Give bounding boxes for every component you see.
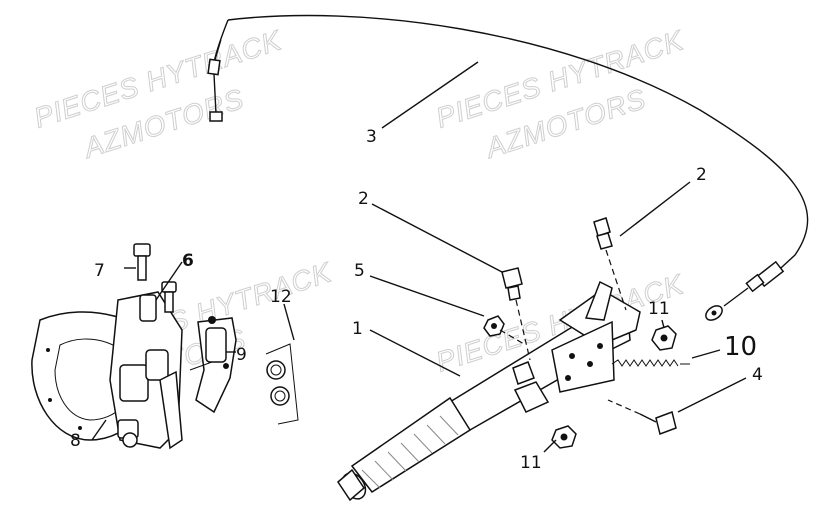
callout-5: 5 bbox=[354, 261, 365, 281]
return-spring bbox=[611, 359, 690, 367]
callout-6: 6 bbox=[182, 251, 194, 271]
brake-cable bbox=[207, 14, 809, 321]
callout-2-top: 2 bbox=[696, 165, 707, 185]
pad-springs bbox=[265, 343, 299, 425]
nut-5 bbox=[483, 315, 525, 345]
bolt-middle bbox=[501, 267, 531, 361]
callout-12: 12 bbox=[270, 287, 292, 307]
callout-8: 8 bbox=[70, 431, 81, 451]
bolt-lower bbox=[607, 399, 677, 435]
callout-2-middle: 2 bbox=[358, 189, 369, 209]
callout-10: 10 bbox=[724, 332, 757, 362]
callout-4: 4 bbox=[752, 365, 763, 385]
callout-3: 3 bbox=[366, 127, 377, 147]
callout-7: 7 bbox=[94, 261, 105, 281]
callout-11-upper: 11 bbox=[648, 299, 670, 319]
nut-11-upper bbox=[651, 325, 677, 351]
bolt-top bbox=[593, 217, 627, 311]
callout-labels: 1 2 2 3 4 5 6 7 8 9 10 11 11 12 bbox=[70, 127, 763, 473]
callout-11-lower: 11 bbox=[520, 453, 542, 473]
caliper-bolt-7 bbox=[124, 243, 151, 281]
caliper-bolt-6 bbox=[161, 281, 177, 313]
callout-9: 9 bbox=[236, 345, 247, 365]
callout-1: 1 bbox=[352, 319, 363, 339]
handbrake-lever bbox=[337, 280, 641, 502]
leader-lines bbox=[91, 61, 747, 453]
brake-caliper bbox=[109, 291, 183, 450]
nut-11-lower bbox=[551, 425, 577, 449]
brake-pad-bracket bbox=[189, 316, 237, 414]
